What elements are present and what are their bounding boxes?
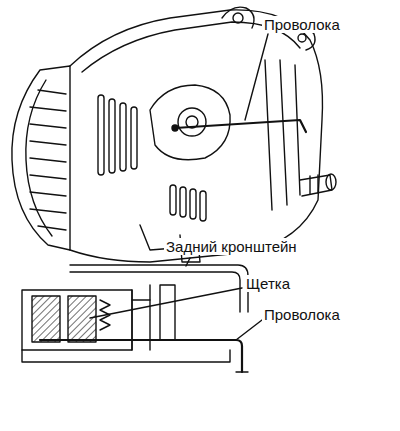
part-label: Щетка xyxy=(244,275,292,292)
part-label: Задний кронштейн xyxy=(164,238,299,255)
part-label: Проволока xyxy=(262,16,342,33)
leader-line xyxy=(90,288,242,318)
leader-line xyxy=(236,320,262,340)
part-label: Проволока xyxy=(262,306,342,323)
leader-line xyxy=(245,34,268,120)
section-view xyxy=(22,265,248,372)
leader-line xyxy=(186,258,190,266)
alternator-view xyxy=(12,7,336,262)
